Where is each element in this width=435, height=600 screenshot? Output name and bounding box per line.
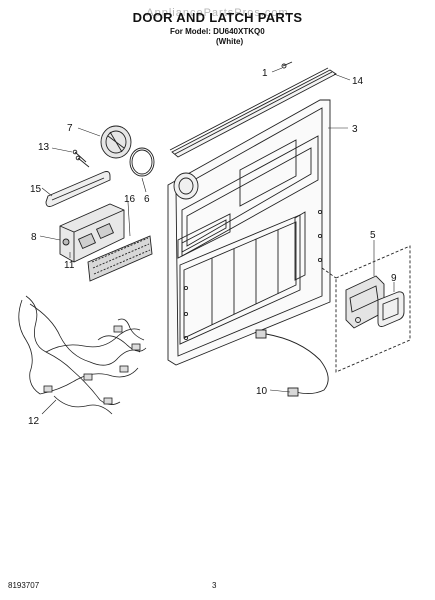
door-handle xyxy=(45,171,111,207)
doc-code: 8193707 xyxy=(8,581,40,590)
page-number: 3 xyxy=(212,581,217,590)
screw-part xyxy=(281,61,293,69)
gasket-ring xyxy=(129,147,155,177)
latch-assembly xyxy=(59,203,125,263)
callout-10: 10 xyxy=(256,386,268,397)
callout-3: 3 xyxy=(352,124,358,135)
watermark-text: AppliancePartsPros.com xyxy=(146,7,289,19)
callout-13: 13 xyxy=(38,142,50,153)
callout-numbers: 1 14 3 7 13 6 15 16 8 11 5 9 12 10 xyxy=(28,68,397,427)
callout-12: 12 xyxy=(28,416,40,427)
latch-frame xyxy=(377,291,405,327)
color-line: (White) xyxy=(216,37,244,46)
inner-door-panel xyxy=(167,99,331,366)
leader-lines xyxy=(39,67,395,415)
dispenser-cap xyxy=(100,125,132,159)
callout-14: 14 xyxy=(352,76,364,87)
small-screws xyxy=(72,149,90,168)
model-info: For Model: DU640XTKQ0 (White) xyxy=(170,27,265,47)
callout-5: 5 xyxy=(370,230,376,241)
callout-15: 15 xyxy=(30,184,42,195)
vent-grille xyxy=(87,235,153,282)
callout-6: 6 xyxy=(144,194,150,205)
model-line: For Model: DU640XTKQ0 xyxy=(170,27,265,36)
wire-harness xyxy=(18,295,147,415)
callout-11: 11 xyxy=(64,260,75,271)
callout-16: 16 xyxy=(124,194,136,205)
callout-1: 1 xyxy=(262,68,268,79)
callout-9: 9 xyxy=(391,273,397,284)
page-title: DOOR AND LATCH PARTS xyxy=(132,10,303,25)
callout-7: 7 xyxy=(67,123,73,134)
callout-8: 8 xyxy=(31,232,37,243)
top-trim-strip xyxy=(169,67,337,158)
latch-callout-box xyxy=(321,245,411,373)
